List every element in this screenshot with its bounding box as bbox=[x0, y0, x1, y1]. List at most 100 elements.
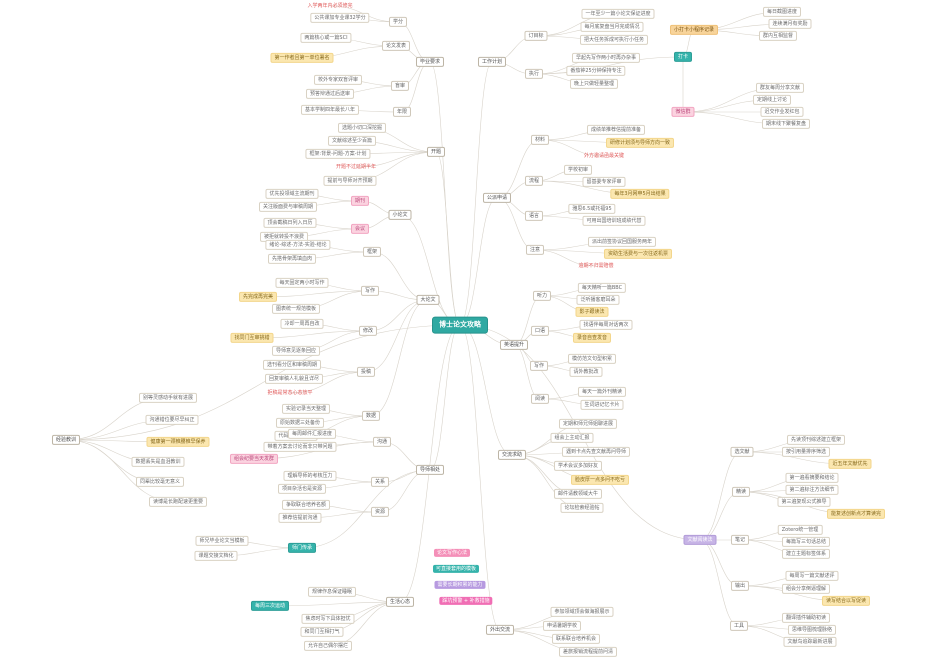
mindmap-node[interactable]: 工具 bbox=[729, 620, 749, 632]
mindmap-node[interactable]: 导师相处 bbox=[415, 464, 445, 476]
mindmap-node[interactable]: 框架:背景-问题-方案-计划 bbox=[305, 148, 371, 160]
mindmap-node[interactable]: 先读顶刊综述建立框架 bbox=[786, 434, 846, 446]
mindmap-node[interactable]: 找同门互审挑错 bbox=[230, 332, 274, 344]
mindmap-node[interactable]: 争取联合培养名额 bbox=[281, 499, 331, 511]
mindmap-node[interactable]: 影子跟读法 bbox=[575, 306, 609, 318]
mindmap-node[interactable]: 论文发表 bbox=[381, 40, 411, 52]
mindmap-node[interactable]: 第三遍复现公式推导 bbox=[777, 496, 831, 508]
mindmap-node[interactable]: 选题小切口深挖掘 bbox=[337, 122, 387, 134]
mindmap-node[interactable]: 选文献 bbox=[730, 446, 754, 458]
mindmap-node[interactable]: 数据丢失是血泪教训 bbox=[131, 456, 185, 468]
mindmap-node[interactable]: 口语 bbox=[530, 325, 550, 337]
mindmap-node[interactable]: 写作 bbox=[529, 360, 549, 372]
mindmap-node[interactable]: 雅思6.5或托福95 bbox=[568, 203, 616, 215]
mindmap-node[interactable]: 经验教训 bbox=[51, 434, 81, 446]
mindmap-node[interactable]: 英语提升 bbox=[499, 339, 529, 351]
mindmap-node[interactable]: 第一作者且第一单位署名 bbox=[270, 52, 334, 64]
mindmap-node[interactable]: 校外专家双盲评审 bbox=[313, 74, 363, 86]
mindmap-node[interactable]: 同辈比较毫无意义 bbox=[135, 476, 185, 488]
mindmap-node[interactable]: 订目标 bbox=[524, 30, 548, 42]
mindmap-node[interactable]: 群友每周分享文献 bbox=[755, 82, 805, 94]
mindmap-node[interactable]: 师兄毕业论文当模板 bbox=[195, 535, 249, 547]
mindmap-node[interactable]: 找语伴每周对话两次 bbox=[579, 319, 633, 331]
mindmap-node[interactable]: 回复审稿人礼貌且详尽 bbox=[264, 373, 324, 385]
mindmap-node[interactable]: 晚上只做轻量整理 bbox=[569, 78, 619, 90]
mindmap-node[interactable]: 定期和师兄师姐聊进展 bbox=[558, 418, 618, 430]
mindmap-node[interactable]: 选刊看分区和审稿周期 bbox=[262, 359, 322, 371]
mindmap-node[interactable]: 焦虑时写下具体担忧 bbox=[301, 613, 355, 625]
mindmap-node[interactable]: 资助生活费与一次往返机票 bbox=[603, 248, 673, 260]
mindmap-node[interactable]: 期末线下聚餐复盘 bbox=[761, 118, 811, 130]
mindmap-node[interactable]: 派出前签协议回国服务两年 bbox=[587, 236, 657, 248]
mindmap-node[interactable]: 生词进记忆卡片 bbox=[580, 399, 624, 411]
mindmap-node[interactable]: 沟通错位要尽早纠正 bbox=[145, 414, 199, 426]
mindmap-node[interactable]: 每月底复盘当月完成情况 bbox=[580, 21, 644, 33]
mindmap-node[interactable]: 笔记 bbox=[730, 534, 750, 546]
mindmap-node[interactable]: 别等灵感动手就有进展 bbox=[138, 392, 198, 404]
mindmap-node[interactable]: 学校初审 bbox=[563, 164, 593, 176]
mindmap-node[interactable]: 入学两年内必须修完 bbox=[307, 2, 353, 9]
mindmap-node[interactable]: 年限 bbox=[392, 106, 412, 118]
mindmap-node[interactable]: 基本学制四年最长八年 bbox=[300, 104, 360, 116]
mindmap-node[interactable]: 带着方案去讨论而非只带问题 bbox=[263, 441, 337, 453]
mindmap-node[interactable]: 实验记录当天整理 bbox=[281, 403, 331, 415]
mindmap-node[interactable]: 录音自查发音 bbox=[572, 332, 612, 344]
mindmap-node[interactable]: 优先投领域主流期刊 bbox=[265, 188, 319, 200]
mindmap-node[interactable]: 提前与导师对齐预期 bbox=[323, 175, 377, 187]
mindmap-node[interactable]: 推荐信提前沟通 bbox=[278, 512, 322, 524]
mindmap-node[interactable]: 第二遍标注方法细节 bbox=[785, 484, 839, 496]
mindmap-node[interactable]: 大论文 bbox=[416, 294, 440, 306]
mindmap-node[interactable]: 连续满月有奖励 bbox=[768, 18, 812, 30]
mindmap-node[interactable]: 定期线上讨论 bbox=[752, 94, 792, 106]
mindmap-node[interactable]: 成绩单推荐信提前准备 bbox=[586, 124, 646, 136]
mindmap-node[interactable]: 原始数据三处备份 bbox=[275, 417, 325, 429]
mindmap-node[interactable]: 会议 bbox=[350, 223, 370, 235]
mindmap-node[interactable]: 脸皮厚一点多问不吃亏 bbox=[570, 474, 630, 486]
mindmap-node[interactable]: 每天一篇外刊精读 bbox=[577, 386, 627, 398]
mindmap-node[interactable]: 群内互相监督 bbox=[758, 30, 798, 42]
mindmap-node[interactable]: 番茄钟25分钟保持专注 bbox=[566, 65, 626, 77]
mindmap-node[interactable]: 允许自己偶尔摆烂 bbox=[303, 640, 353, 652]
mindmap-node[interactable]: 遇到卡点先查文献再问导师 bbox=[561, 446, 631, 458]
mindmap-node[interactable]: 文献综述至少百篇 bbox=[327, 135, 377, 147]
mindmap-node[interactable]: 开题不过延期半年 bbox=[335, 163, 377, 170]
mindmap-node[interactable]: 资源 bbox=[370, 506, 390, 518]
mindmap-node[interactable]: 请外教批改 bbox=[569, 366, 603, 378]
mindmap-node[interactable]: 每篇写三句话总结 bbox=[781, 536, 831, 548]
mindmap-node[interactable]: 课题交接文档化 bbox=[194, 550, 238, 562]
mindmap-node[interactable]: 学分 bbox=[388, 16, 408, 28]
mindmap-node[interactable]: 打卡 bbox=[673, 51, 693, 63]
mindmap-node[interactable]: 每天精听一篇BBC bbox=[577, 282, 627, 294]
mindmap-node[interactable]: 公派申请 bbox=[482, 192, 512, 204]
mindmap-node[interactable]: 组会分享倒逼理解 bbox=[781, 583, 831, 595]
mindmap-node[interactable]: 开题 bbox=[426, 146, 446, 158]
mindmap-node[interactable]: 模仿范文句型积累 bbox=[567, 353, 617, 365]
mindmap-node[interactable]: 流程 bbox=[524, 175, 544, 187]
mindmap-node[interactable]: 关注版面费与审稿周期 bbox=[258, 201, 318, 213]
mindmap-node[interactable]: 两篇核心或一篇SCI bbox=[300, 32, 352, 44]
mindmap-node[interactable]: 听力 bbox=[532, 290, 552, 302]
mindmap-node[interactable]: 输出 bbox=[730, 580, 750, 592]
mindmap-node[interactable]: 迟交作业发红包 bbox=[760, 106, 804, 118]
mindmap-node[interactable]: 第一遍看摘要和结论 bbox=[785, 472, 839, 484]
mindmap-node[interactable]: 文献阅读法 bbox=[683, 534, 717, 546]
mindmap-node[interactable]: 留基委专家评审 bbox=[582, 176, 626, 188]
mindmap-node[interactable]: 健康第一颈椎腰椎早保养 bbox=[146, 436, 210, 448]
mindmap-node[interactable]: 框架 bbox=[362, 246, 382, 258]
mindmap-node[interactable]: 组会上主动汇报 bbox=[550, 432, 594, 444]
mindmap-node[interactable]: 早起先写作两小时再办杂事 bbox=[571, 52, 641, 64]
mindmap-node[interactable]: 写作 bbox=[360, 285, 380, 297]
mindmap-node[interactable]: 工作计划 bbox=[477, 56, 507, 68]
mindmap-node[interactable]: 建立主题标签体系 bbox=[781, 548, 831, 560]
mindmap-node[interactable]: 规律作息保证睡眠 bbox=[307, 586, 357, 598]
mindmap-node[interactable]: 近五年文献优先 bbox=[828, 458, 872, 470]
mindmap-node[interactable]: 公共课加专业课32学分 bbox=[310, 12, 370, 24]
mindmap-node[interactable]: 读博是长跑配速更重要 bbox=[148, 496, 208, 508]
mindmap-node[interactable]: 翻译插件辅助初读 bbox=[781, 612, 831, 624]
mindmap-node[interactable]: 思维导图梳理脉络 bbox=[787, 624, 837, 636]
central-topic-node[interactable]: 博士论文攻略 bbox=[432, 316, 488, 334]
mindmap-node[interactable]: 小论文 bbox=[388, 209, 412, 221]
mindmap-node[interactable]: 冷却一周再自改 bbox=[280, 318, 324, 330]
mindmap-node[interactable]: 学术会议多加好友 bbox=[553, 460, 603, 472]
